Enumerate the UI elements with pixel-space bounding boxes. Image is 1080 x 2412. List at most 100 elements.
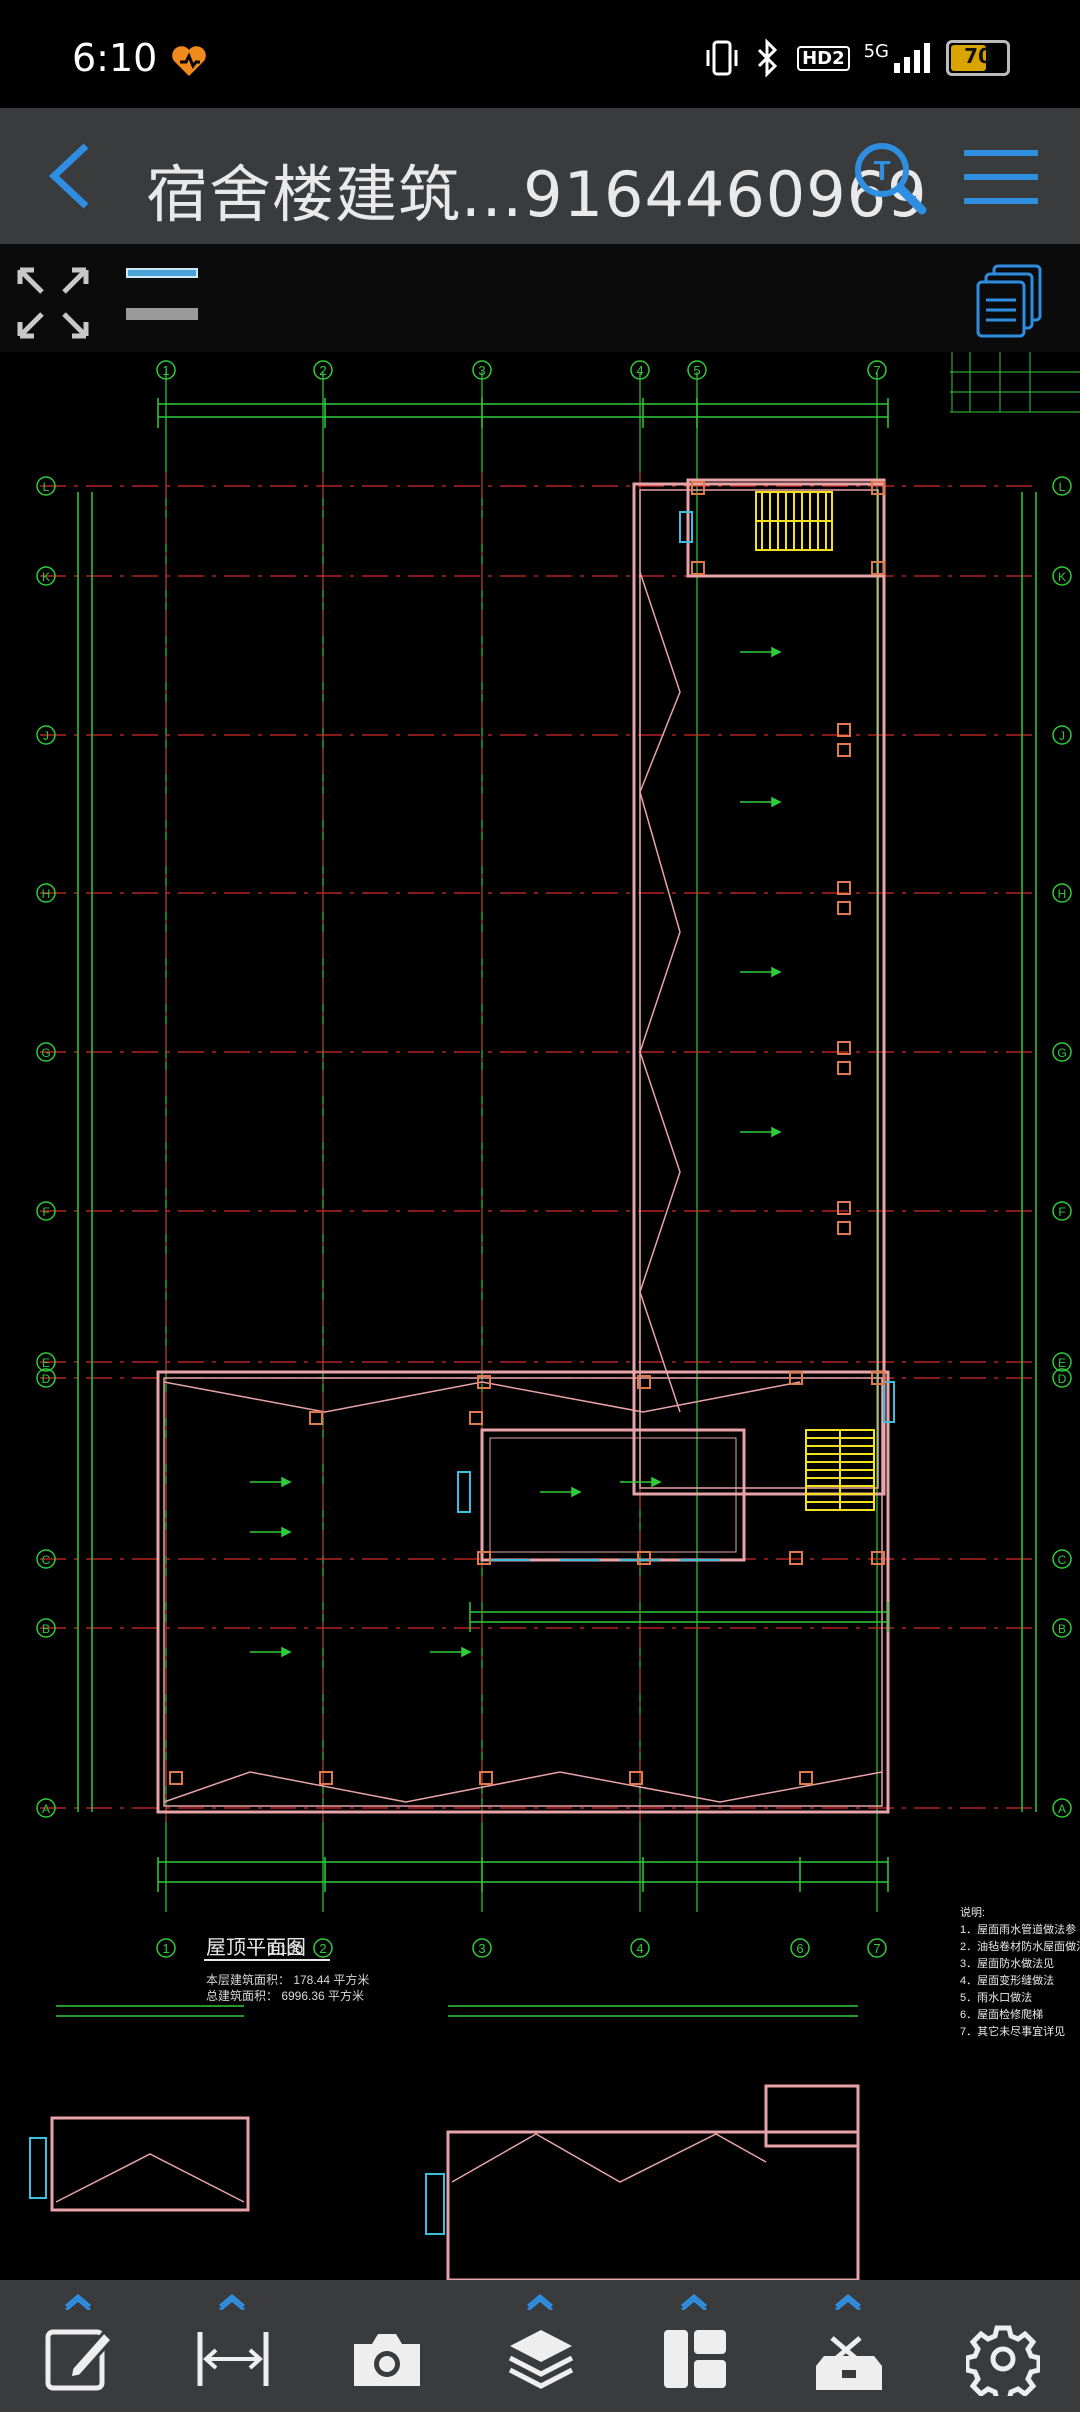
axis-bubble-side (36, 566, 56, 586)
axis-bubble-side (1052, 476, 1072, 496)
chevron-up-icon (527, 2294, 553, 2310)
axis-bubble-side (36, 1618, 56, 1638)
axis-bubble-top (472, 360, 492, 380)
edit-note-icon (45, 2329, 115, 2391)
axis-grid-lines (40, 372, 1040, 1912)
layout-panels-icon (664, 2330, 726, 2388)
axis-bubble-bottom (472, 1938, 492, 1958)
layout-tool-button[interactable] (640, 2280, 750, 2412)
axis-label-bottom: 1 (162, 1941, 169, 1956)
axis-label-side: G (41, 1046, 50, 1060)
roof-drain (837, 1041, 851, 1055)
layers-tool-button[interactable] (486, 2280, 596, 2412)
lower-wing-outline (156, 1370, 890, 1814)
app-notification-icon (172, 46, 206, 76)
line-weight-thin-button[interactable] (126, 268, 198, 278)
axis-label-side: D (42, 1372, 51, 1386)
line-weight-thick-button[interactable] (126, 308, 198, 320)
roof-drain (637, 1375, 651, 1389)
gear-icon (966, 2325, 1040, 2396)
note-line: 4．屋面变形缝做法 (960, 1973, 1054, 1987)
roof-drain (871, 481, 885, 495)
settings-tool-button[interactable] (948, 2280, 1058, 2412)
axis-bubble-side (1052, 1368, 1072, 1388)
window-markers (457, 511, 895, 1561)
axis-bubble-top (630, 360, 650, 380)
edit-tool-button[interactable] (24, 2280, 134, 2412)
measure-tool-button[interactable] (178, 2280, 288, 2412)
back-button[interactable] (36, 138, 106, 214)
svg-text:T: T (873, 155, 890, 186)
roof-drain (637, 1551, 651, 1565)
axis-label-bottom: 3 (478, 1941, 485, 1956)
slope-arrowhead (281, 1526, 292, 1538)
status-icons: HD2 5G 70 (705, 38, 1010, 78)
axis-label-side: G (1057, 1046, 1066, 1060)
roof-drain (319, 1771, 333, 1785)
roof-drain (871, 561, 885, 575)
roof-drain (799, 1771, 813, 1785)
layers-icon (508, 2330, 574, 2389)
roof-drain (837, 1201, 851, 1215)
axis-bubble-side (36, 476, 56, 496)
axis-bubble-side (1052, 1549, 1072, 1569)
title-block-fragment (950, 352, 1080, 413)
note-line: 1．屋面雨水管道做法参 (960, 1922, 1076, 1936)
bluetooth-icon (758, 38, 778, 78)
note-line: 2．油毡卷材防水屋面做法 (960, 1939, 1080, 1953)
slope-arrowhead (571, 1486, 582, 1498)
slope-arrowhead (281, 1646, 292, 1658)
area-line: 本层建筑面积： 178.44 平方米 (206, 1972, 369, 1987)
axis-bubble-side (1052, 1201, 1072, 1221)
axis-label-side: H (1058, 887, 1067, 901)
axis-bubble-side (1052, 725, 1072, 745)
axis-bubble-bottom (630, 1938, 650, 1958)
slope-arrowhead (771, 966, 782, 978)
axis-label-side: A (42, 1802, 50, 1816)
axis-label-top: 4 (636, 363, 643, 378)
roof-drain (789, 1371, 803, 1385)
text-search-button[interactable]: T (850, 138, 930, 218)
axis-label-bottom: 6 (796, 1941, 803, 1956)
axis-bubble-side (36, 1798, 56, 1818)
slope-arrowhead (461, 1646, 472, 1658)
axis-bubble-side (1052, 1618, 1072, 1638)
layout-sheets-icon[interactable] (976, 262, 1048, 338)
plan-title: 屋顶平面图 (206, 1937, 306, 1959)
axis-bubble-top (156, 360, 176, 380)
axis-label-top: 3 (478, 363, 485, 378)
axis-bubble-side (36, 883, 56, 903)
axis-label-side: L (1059, 480, 1066, 494)
axis-label-side: F (1058, 1205, 1065, 1219)
vibrate-icon (706, 40, 738, 76)
roof-drain (837, 881, 851, 895)
axis-bubble-side (36, 1352, 56, 1372)
roof-drain (469, 1411, 483, 1425)
note-line: 3．屋面防水做法见 (960, 1956, 1054, 1970)
toolbox-tool-button[interactable] (794, 2280, 904, 2412)
detail-plan-right (425, 2005, 860, 2280)
roof-drain (789, 1551, 803, 1565)
axis-bubble-side (1052, 1798, 1072, 1818)
fit-screen-icon[interactable] (16, 266, 90, 340)
slope-arrowhead (771, 646, 782, 658)
axis-label-side: K (42, 570, 50, 584)
axis-bubble-side (1052, 883, 1072, 903)
chevron-up-icon (219, 2294, 245, 2310)
axis-label-side: K (1058, 570, 1066, 584)
camera-icon (354, 2334, 420, 2386)
note-line: 6．屋面检修爬梯 (960, 2007, 1043, 2021)
roof-drain (837, 743, 851, 757)
slope-arrowhead (771, 1126, 782, 1138)
stair-upper (755, 491, 833, 551)
axis-label-side: B (1058, 1622, 1066, 1636)
axis-bubble-side (1052, 1352, 1072, 1372)
axis-label-top: 1 (162, 363, 169, 378)
hamburger-menu-button[interactable] (964, 146, 1038, 208)
roof-drain (477, 1551, 491, 1565)
camera-tool-button[interactable] (332, 2280, 442, 2412)
document-title: 宿舍楼建筑...9164460969 (146, 158, 928, 231)
roof-drain (837, 723, 851, 737)
